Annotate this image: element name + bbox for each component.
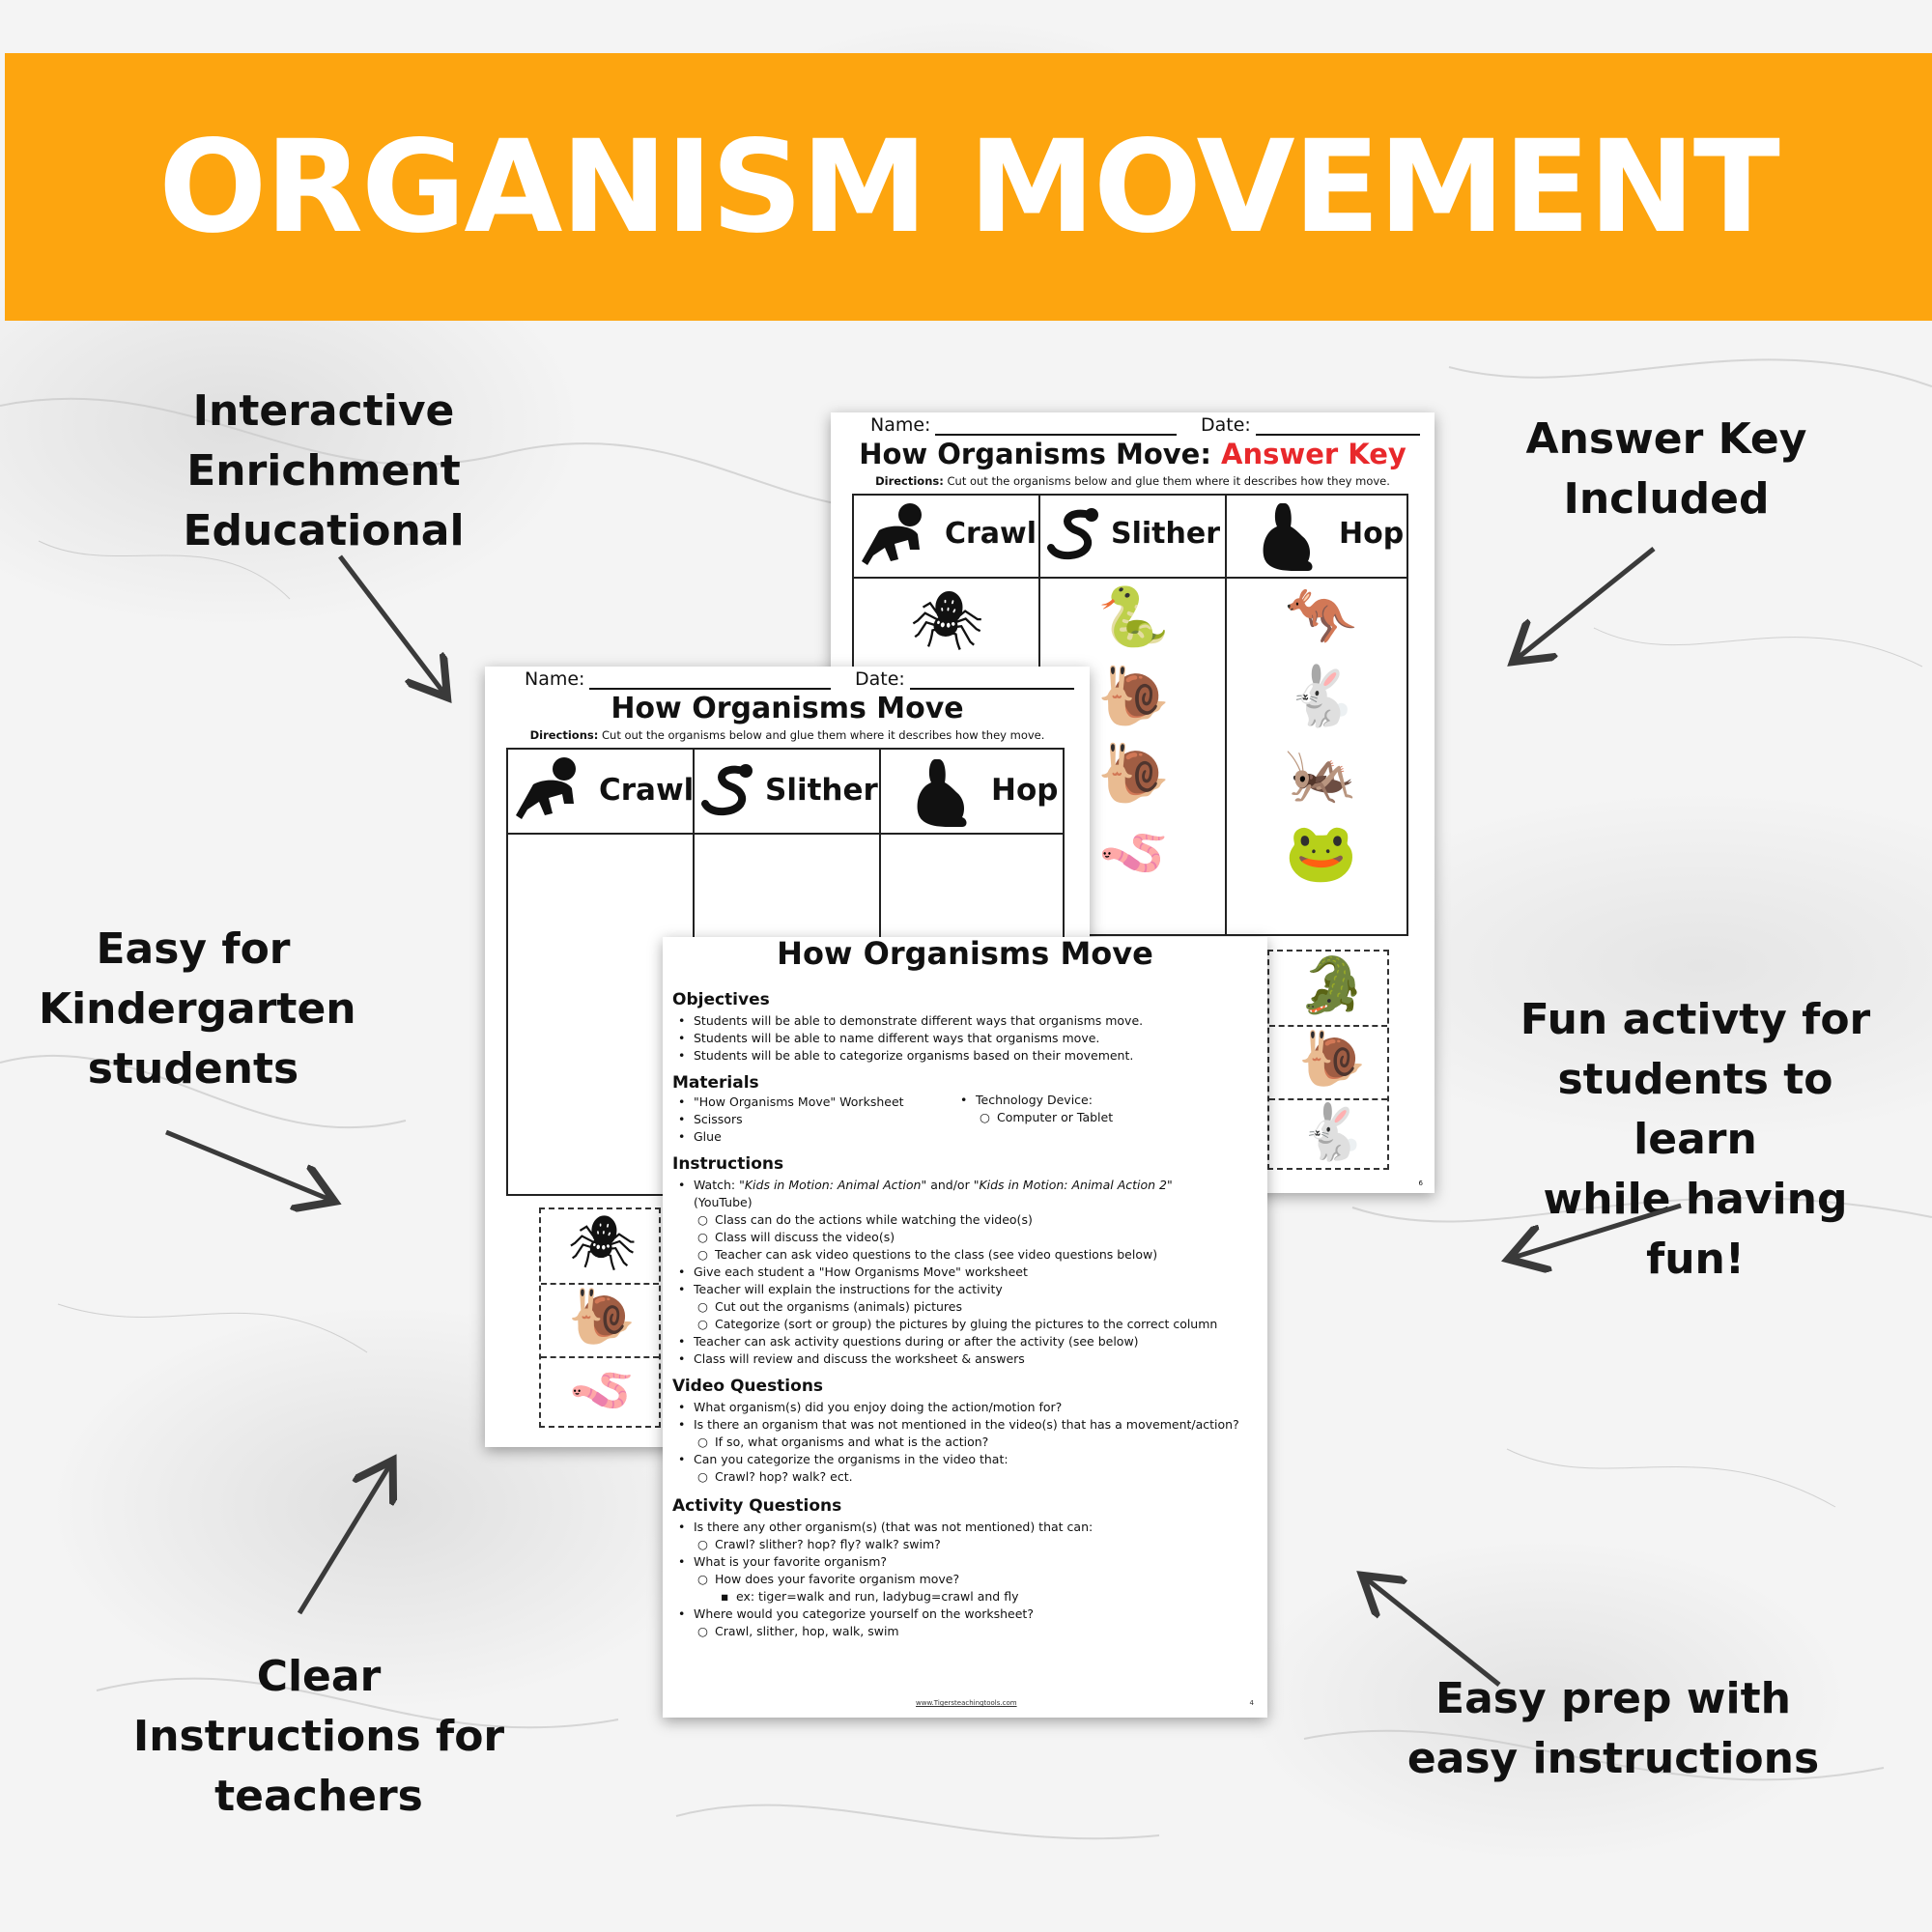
spider-icon: 🕷 bbox=[910, 587, 984, 655]
kangaroo-answer-icon: 🦘 bbox=[1285, 583, 1357, 651]
callout-kindergarten: Easy for Kindergarten students bbox=[39, 924, 356, 1094]
column-crawl: Crawl bbox=[599, 773, 695, 808]
directions: Directions: Cut out the organisms below … bbox=[529, 728, 1045, 742]
spider-cutout-icon: 🕷 bbox=[568, 1212, 638, 1275]
frog-answer-icon: 🐸 bbox=[1285, 819, 1357, 887]
snake-icon bbox=[701, 764, 753, 816]
rabbit-answer-icon: 🐇 bbox=[1285, 663, 1357, 730]
table-header-row bbox=[508, 750, 1063, 835]
page-number: 4 bbox=[1249, 1699, 1254, 1707]
materials-heading: Materials bbox=[672, 1073, 759, 1093]
name-line bbox=[935, 434, 1177, 436]
footer-url: www.Tigersteachingtools.com bbox=[916, 1699, 1017, 1707]
rabbit-icon bbox=[1263, 503, 1313, 571]
instructions-heading: Instructions bbox=[672, 1154, 784, 1174]
column-slither: Slither bbox=[1111, 517, 1221, 551]
column-hop: Hop bbox=[991, 773, 1059, 808]
date-line bbox=[1256, 434, 1420, 436]
slug-icon: 🐌 bbox=[1298, 1028, 1366, 1091]
name-date-line: Name: Date: bbox=[831, 412, 1435, 441]
worm-answer-icon: 🪱 bbox=[1097, 819, 1170, 887]
date-line bbox=[910, 688, 1074, 690]
lesson-title: How Organisms Move bbox=[777, 935, 1153, 972]
snail-answer-icon: 🐌 bbox=[1097, 740, 1170, 808]
column-crawl: Crawl bbox=[945, 517, 1037, 551]
directions: Directions: Cut out the organisms below … bbox=[875, 474, 1390, 488]
worksheet-title: How Organisms Move bbox=[611, 692, 964, 725]
title-banner: ORGANISM MOVEMENT bbox=[5, 53, 1932, 321]
snail-cutout-icon: 🐌 bbox=[568, 1286, 636, 1349]
cutout-strip: 🕷 🐌 🪱 bbox=[539, 1208, 661, 1428]
banner-title: ORGANISM MOVEMENT bbox=[158, 112, 1780, 262]
snake-icon bbox=[1047, 508, 1098, 560]
answer-key-title: How Organisms Move: Answer Key bbox=[859, 438, 1406, 470]
name-line bbox=[589, 688, 831, 690]
baby-crawl-icon bbox=[862, 503, 922, 565]
answer-key-highlight: Answer Key bbox=[1221, 438, 1406, 470]
snake-answer-icon: 🐍 bbox=[1097, 583, 1170, 651]
slug-answer-icon: 🐌 bbox=[1097, 663, 1170, 730]
video-questions-heading: Video Questions bbox=[672, 1377, 824, 1396]
callout-fun-activity: Fun activty for students to learn while … bbox=[1520, 995, 1871, 1284]
activity-questions-heading: Activity Questions bbox=[672, 1496, 842, 1516]
grasshopper-answer-icon: 🦗 bbox=[1285, 740, 1357, 808]
baby-crawl-icon bbox=[516, 757, 576, 819]
page-number: 6 bbox=[1418, 1179, 1423, 1187]
objectives-heading: Objectives bbox=[672, 990, 770, 1009]
callout-clear-instructions: Clear Instructions for teachers bbox=[132, 1652, 505, 1821]
callout-easy-prep: Easy prep with easy instructions bbox=[1406, 1674, 1820, 1783]
cutout-strip: 🐊 🐌 🐇 bbox=[1267, 950, 1389, 1170]
name-date-line: Name: Date: bbox=[485, 667, 1090, 696]
table-header-row bbox=[854, 496, 1406, 579]
column-slither: Slither bbox=[765, 773, 878, 808]
rabbit-cutout-icon: 🐇 bbox=[1298, 1101, 1366, 1164]
rabbit-icon bbox=[917, 759, 967, 827]
callout-answer-key: Answer Key Included bbox=[1525, 414, 1807, 524]
column-hop: Hop bbox=[1339, 517, 1405, 551]
callout-interactive: Interactive Enrichment Educational bbox=[183, 386, 465, 555]
worm-cutout-icon: 🪱 bbox=[568, 1359, 636, 1422]
crocodile-icon: 🐊 bbox=[1298, 954, 1366, 1017]
sorting-table: Crawl Slither Hop 🕷 🐍 🐌 🐌 🪱 🦘 🐇 🦗 🐸 bbox=[852, 494, 1408, 936]
lesson-plan-page: How Organisms Move Objectives •Students … bbox=[663, 937, 1267, 1718]
